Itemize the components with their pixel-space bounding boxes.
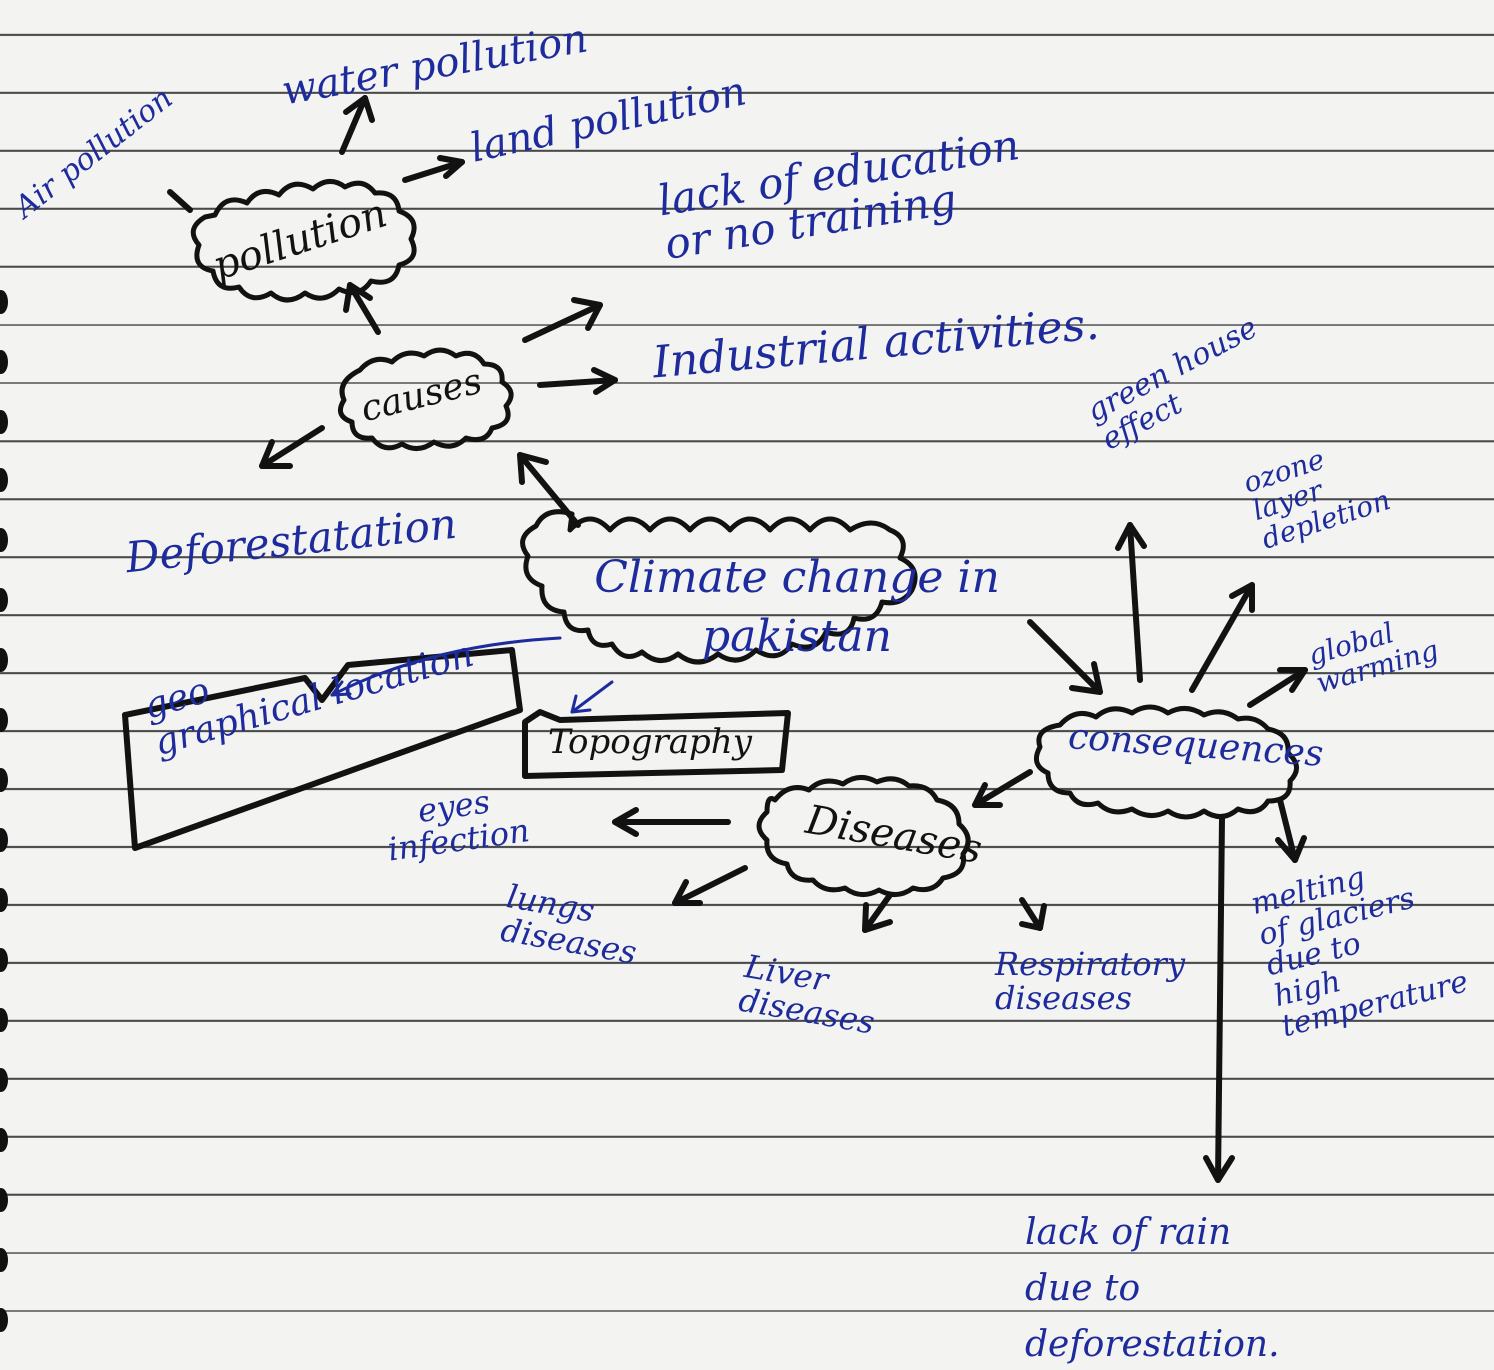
binding-holes [0, 0, 10, 1370]
location-arrows [330, 636, 614, 714]
consequences-cloud-outline [1033, 704, 1299, 820]
topography-box [522, 709, 791, 779]
pollution-cloud-outline [190, 179, 417, 303]
topography-label: Topography [548, 722, 752, 762]
center-topic: Climate change in pakistan [594, 552, 1000, 663]
respiratory-diseases-label: Respiratory diseases [995, 945, 1186, 1017]
connector-arrows [167, 95, 1308, 1183]
center-cloud-outline [520, 509, 918, 665]
lack-of-rain-label: lack of rain due to deforestation. [1025, 1212, 1280, 1365]
diseases-cloud-outline [756, 775, 971, 897]
causes-cloud-outline [337, 347, 514, 451]
